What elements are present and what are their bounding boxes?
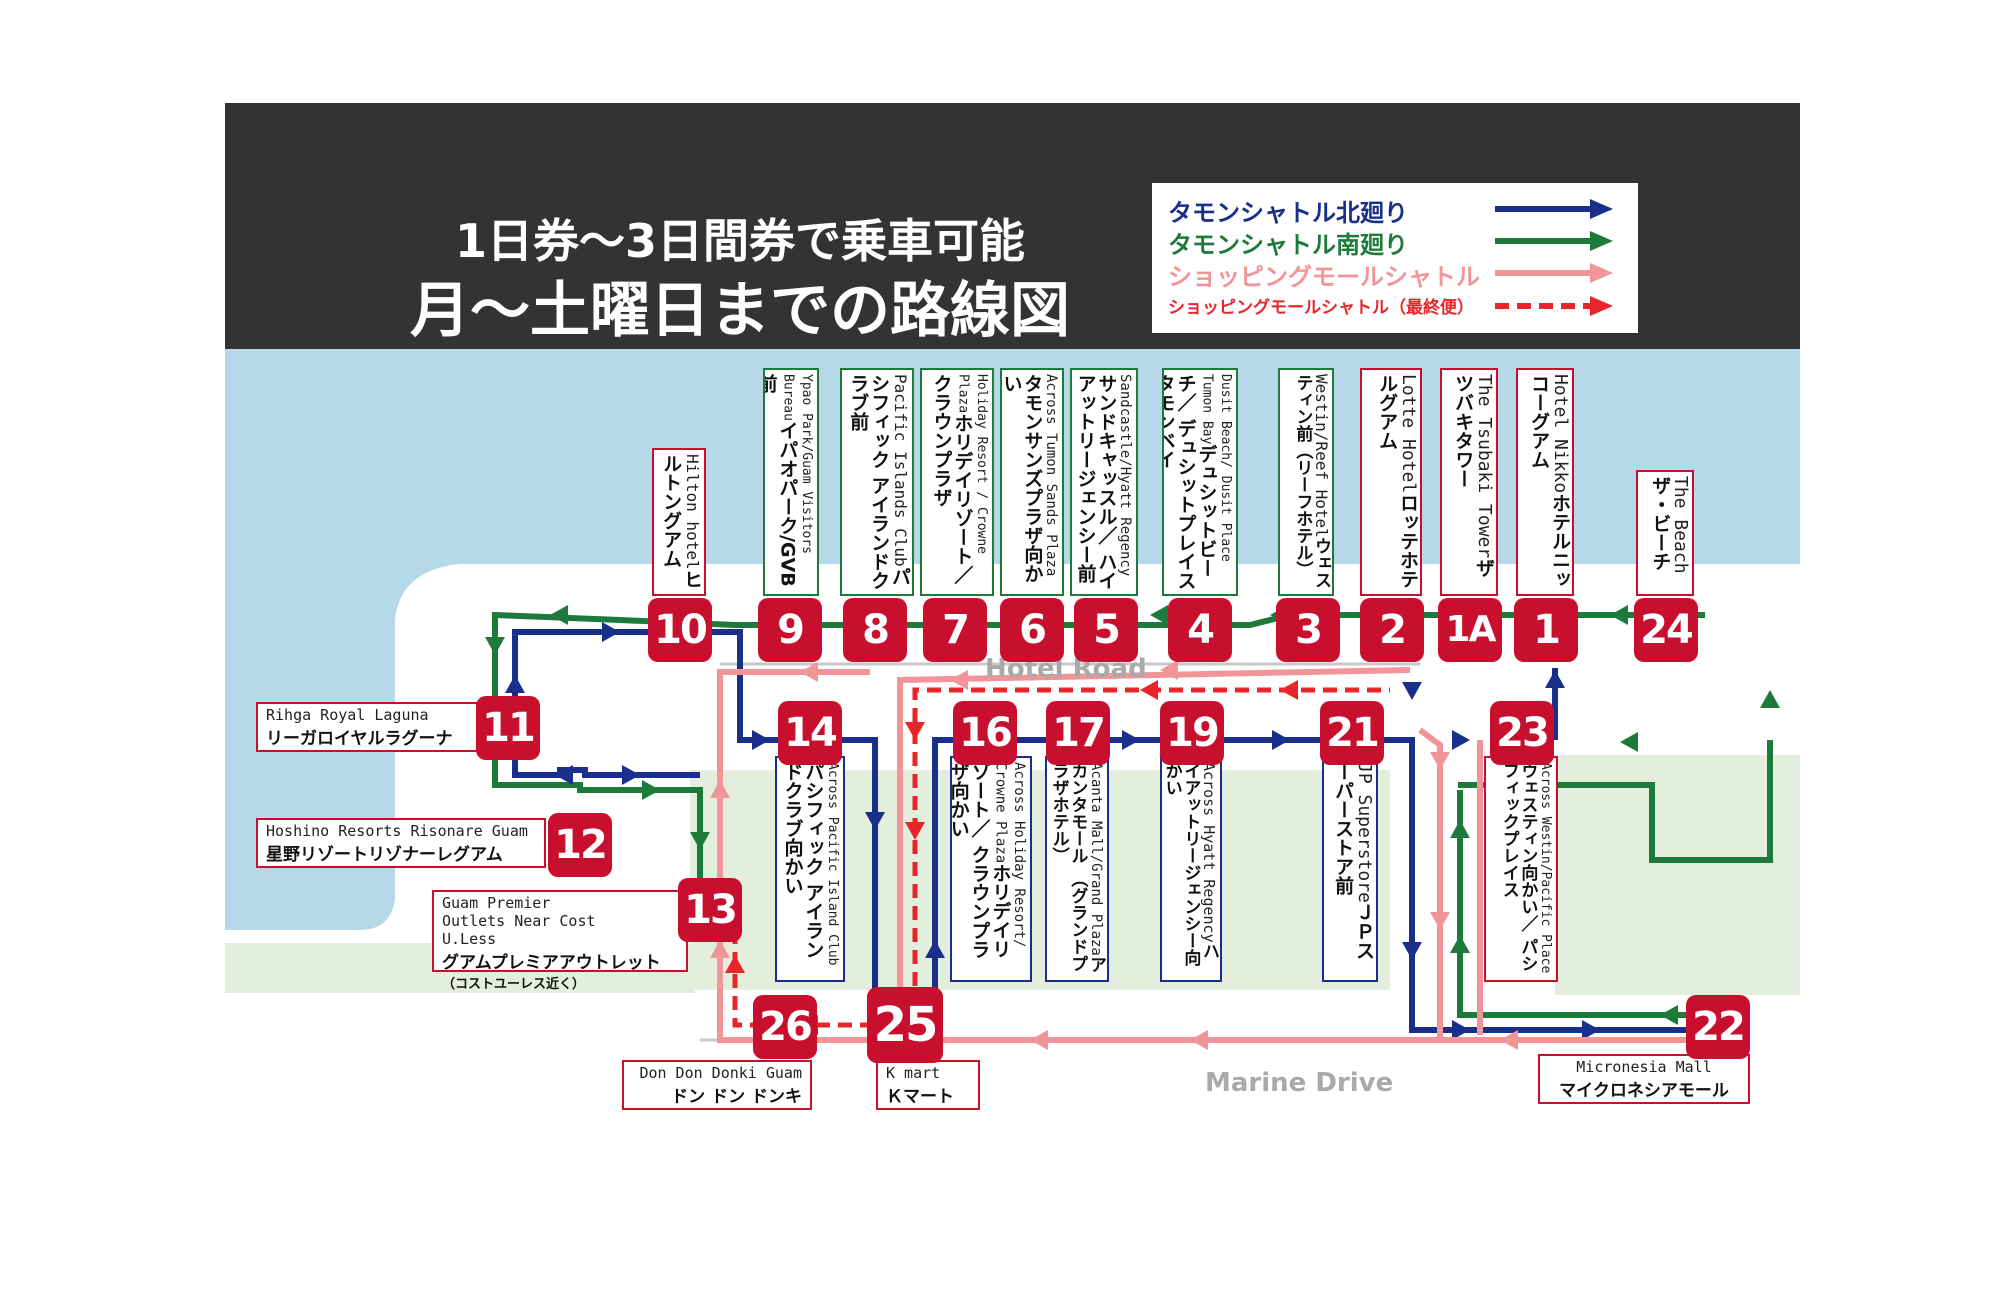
- stop-badge-1A[interactable]: 1A: [1438, 598, 1502, 662]
- stop-badge-5[interactable]: 5: [1074, 598, 1138, 662]
- stop-label-7: Holiday Resort / Crowne Plazaホリデイリゾート／ ク…: [920, 368, 994, 596]
- stop-badge-11[interactable]: 11: [476, 696, 540, 760]
- stop-badge-6[interactable]: 6: [1000, 598, 1064, 662]
- stop-label-23: Across Westin/Pacific Placeウェスティン向かい／ パシ…: [1484, 756, 1558, 982]
- stop-badge-3[interactable]: 3: [1276, 598, 1340, 662]
- stop-badge-24[interactable]: 24: [1634, 598, 1698, 662]
- stop-badge-8[interactable]: 8: [843, 598, 907, 662]
- stop-label-8: Pacific Islands Clubパシフィック アイランドクラブ前: [840, 368, 914, 596]
- stop-label-3: Westin/Reef Hotelウェスティン前（リーフホテル）: [1278, 368, 1334, 596]
- mall-route-arrows: [710, 660, 1518, 1050]
- stop-badge-21[interactable]: 21: [1320, 701, 1384, 765]
- stop-badge-9[interactable]: 9: [758, 598, 822, 662]
- stop-badge-25[interactable]: 25: [867, 987, 943, 1063]
- south-route: [492, 611, 1773, 1018]
- title-line-2: 月〜土曜日までの路線図: [410, 276, 1070, 346]
- stop-badge-10[interactable]: 10: [648, 598, 712, 662]
- marine-drive-label: Marine Drive: [1205, 1068, 1394, 1098]
- land-block-right: [1555, 755, 1800, 995]
- legend-south: タモンシャトル南廻り: [1168, 231, 1408, 259]
- legend-mall: ショッピングモールシャトル: [1168, 263, 1480, 291]
- stop-label-24: The Beachザ・ビーチ: [1636, 470, 1694, 596]
- stop-badge-16[interactable]: 16: [953, 701, 1017, 765]
- stop-badge-1[interactable]: 1: [1514, 598, 1578, 662]
- stop-label-1A: The Tsubaki Towerザツバキタワー: [1440, 368, 1498, 596]
- stop-badge-17[interactable]: 17: [1046, 701, 1110, 765]
- stop-label-5: Sandcastle/Hyatt Regencyサンドキャッスル／ ハイアットリ…: [1070, 368, 1138, 596]
- stop-label-6: Across Tumon Sands Plazaタモンサンズプラザ向かい: [1000, 368, 1064, 596]
- stop-label-1: Hotel Nikkoホテルニッコーグアム: [1516, 368, 1574, 596]
- stop-label-14: Across Pacific Island Clubパシフィック アイランドクラ…: [775, 756, 845, 982]
- stop-badge-2[interactable]: 2: [1360, 598, 1424, 662]
- stop-label-10: Hilton hotelヒルトングアム: [652, 448, 706, 596]
- stop-label-9: Ypao Park/Guam Visitors Bureauイパオパーク/GVB…: [763, 368, 819, 596]
- legend-swatches: [1495, 199, 1613, 316]
- stop-badge-26[interactable]: 26: [753, 995, 817, 1059]
- stop-label-17: Acanta Mall/Grand Plazaアカンタモール （グランドプラザホ…: [1045, 756, 1109, 982]
- stop-label-21: JP SuperstoreＪＰスーパーストア前: [1322, 756, 1378, 982]
- stop-label-4: Dusit Beach/ Dusit Place Tumon Bayデュシットビ…: [1162, 368, 1238, 596]
- title-line-1: 1日券〜3日間券で乗車可能: [454, 214, 1025, 268]
- stop-badge-12[interactable]: 12: [548, 813, 612, 877]
- stop-label-19: Across Hyatt Regencyハイアットリージェンシー向かい: [1160, 756, 1222, 982]
- stop-badge-22[interactable]: 22: [1686, 995, 1750, 1059]
- stop-label-2: Lotte Hotelロッテホテルグアム: [1360, 368, 1422, 596]
- north-route-arrows: [505, 622, 1600, 1040]
- legend: タモンシャトル北廻り タモンシャトル南廻り ショッピングモールシャトル ショッピ…: [1152, 183, 1638, 333]
- stop-badge-19[interactable]: 19: [1160, 701, 1224, 765]
- legend-north: タモンシャトル北廻り: [1168, 199, 1408, 227]
- stop-label-16: Across Holiday Resort/ Crowne Plazaホリデイリ…: [950, 756, 1032, 982]
- mall-route: [717, 667, 1740, 1043]
- stop-badge-14[interactable]: 14: [778, 701, 842, 765]
- legend-mall-last: ショッピングモールシャトル（最終便）: [1168, 298, 1474, 318]
- stop-badge-4[interactable]: 4: [1168, 598, 1232, 662]
- stop-badge-7[interactable]: 7: [923, 598, 987, 662]
- stop-badge-13[interactable]: 13: [678, 878, 742, 942]
- stop-badge-23[interactable]: 23: [1490, 701, 1554, 765]
